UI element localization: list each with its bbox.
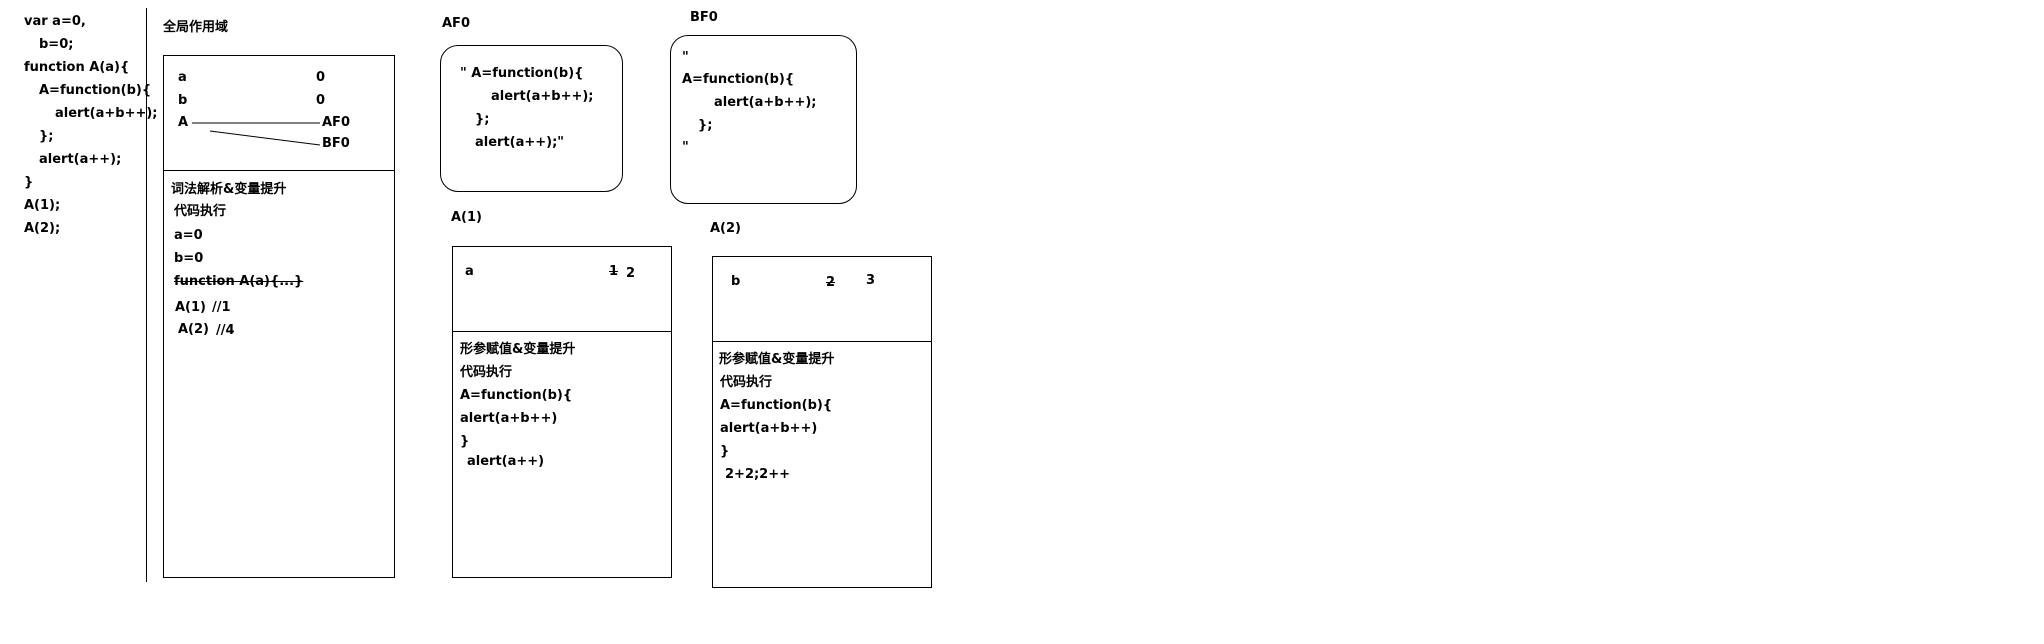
column-divider (146, 8, 147, 582)
a2-title: A(2) (710, 221, 741, 236)
a2-scope-box (712, 256, 932, 588)
af0-line: alert(a+b++); (491, 89, 594, 104)
scope-step: 代码执行 (174, 204, 227, 219)
scope-step: b=0 (174, 251, 204, 266)
code-line: } (24, 175, 34, 190)
a2-step: A=function(b){ (720, 398, 833, 413)
code-line: var a=0, (24, 14, 86, 29)
a1-step: 代码执行 (460, 365, 513, 380)
call-name: A(1) (175, 300, 206, 315)
af0-line: alert(a++);" (475, 135, 565, 150)
a2-step: 2+2;2++ (725, 467, 791, 482)
a1-new-value: 2 (626, 266, 636, 281)
var-name: A (178, 115, 189, 130)
bf0-title: BF0 (690, 10, 718, 25)
bf0-line: }; (698, 118, 713, 133)
a1-scope-divider (452, 331, 672, 332)
ref-bf0: BF0 (322, 136, 350, 151)
a1-step: alert(a+b++) (460, 411, 558, 426)
global-scope-box (163, 55, 395, 578)
bf0-line: " (682, 50, 689, 65)
global-scope-divider (163, 170, 395, 171)
bf0-heap-box (670, 35, 857, 204)
af0-line: }; (475, 112, 490, 127)
bf0-line: alert(a+b++); (714, 95, 817, 110)
var-value: 0 (316, 70, 326, 85)
scope-step: a=0 (174, 228, 203, 243)
a2-var: b (731, 274, 741, 289)
a1-title: A(1) (451, 210, 482, 225)
af0-heap-box (440, 45, 623, 192)
scope-step-struck: function A(a){...} (174, 274, 304, 289)
a1-step: alert(a++) (467, 454, 545, 469)
code-line: A(2); (24, 221, 61, 236)
af0-line: " A=function(b){ (460, 66, 584, 81)
code-line: b=0; (39, 37, 74, 52)
bf0-line: A=function(b){ (682, 72, 795, 87)
a1-step: 形参赋值&变量提升 (460, 342, 576, 357)
a2-old-value: 2 (826, 275, 836, 290)
a2-scope-divider (712, 341, 932, 342)
a2-step: alert(a+b++) (720, 421, 818, 436)
call-name: A(2) (178, 322, 209, 337)
code-line: alert(a++); (39, 152, 122, 167)
code-line: }; (39, 129, 54, 144)
a2-step: 代码执行 (720, 375, 773, 390)
a1-scope-box (452, 246, 672, 578)
a1-var: a (465, 264, 474, 279)
var-value: 0 (316, 93, 326, 108)
code-line: A=function(b){ (39, 83, 152, 98)
global-scope-title: 全局作用域 (163, 20, 229, 35)
code-line: A(1); (24, 198, 61, 213)
ref-af0: AF0 (322, 115, 350, 130)
af0-title: AF0 (442, 16, 470, 31)
a1-step: } (460, 434, 470, 449)
scope-step: 词法解析&变量提升 (171, 182, 287, 197)
a1-old-value: 1 (609, 264, 619, 279)
call-result: //4 (216, 323, 235, 338)
code-line: function A(a){ (24, 60, 130, 75)
code-line: alert(a+b++); (55, 106, 158, 121)
var-name: b (178, 93, 188, 108)
a2-step: 形参赋值&变量提升 (719, 352, 835, 367)
a1-step: A=function(b){ (460, 388, 573, 403)
a2-step: } (720, 444, 730, 459)
var-name: a (178, 70, 187, 85)
call-result: //1 (212, 300, 231, 315)
a2-new-value: 3 (866, 273, 876, 288)
bf0-line: " (682, 140, 689, 155)
